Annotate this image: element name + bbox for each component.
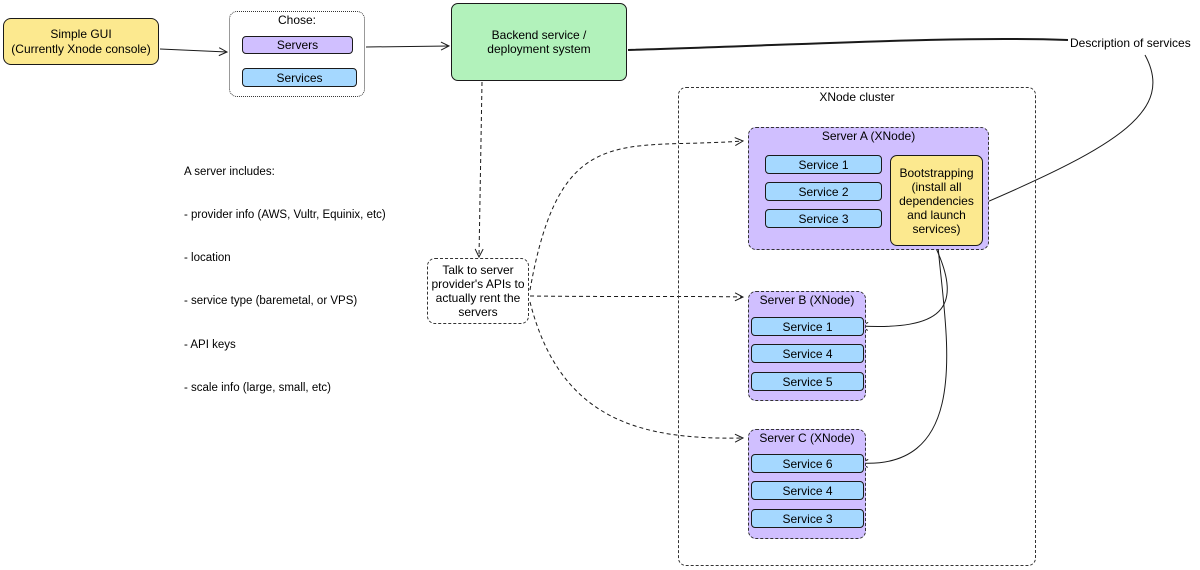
service-item: Service 4 [751,481,864,500]
arrow-provider-to-server-c [529,301,743,438]
arrow-provider-to-server-b [529,296,743,297]
server-a-title: Server A (XNode) [821,129,916,143]
arrow-chooser-to-backend [365,46,449,47]
service-item: Service 5 [751,372,864,391]
arrow-bootstrap-to-c-service6 [860,245,948,463]
arrow-bootstrap-to-b-service1 [860,245,948,326]
provider-api-node: Talk to server provider's APIs to actual… [427,258,529,324]
line-backend-to-description [627,38,1069,51]
arrow-provider-to-server-a [529,141,743,291]
server-b-title: Server B (XNode) [759,293,855,307]
service-item: Service 6 [751,454,864,473]
notes-item: - service type (baremetal, or VPS) [184,295,358,308]
provider-line: provider's APIs to [431,277,525,291]
bootstrapping-node: Bootstrapping (install all dependencies … [890,155,983,246]
server-notes: A server includes: - provider info (AWS,… [184,136,386,410]
server-c-title: Server C (XNode) [759,431,855,445]
service-item: Service 1 [765,155,882,174]
servers-option: Servers [242,36,353,54]
provider-line: Talk to server [442,263,514,277]
notes-item: - provider info (AWS, Vultr, Equinix, et… [184,209,386,222]
service-item: Service 1 [751,317,864,336]
arrow-backend-to-provider [479,81,482,257]
service-item: Service 3 [751,509,864,528]
arrow-gui-to-chooser [159,49,227,52]
arrow-description-to-bootstrap [980,54,1154,205]
bootstrap-line: dependencies [899,193,974,208]
chooser-group: Chose: Servers Services [229,11,365,97]
service-item: Service 3 [765,209,882,228]
provider-line: actually rent the [435,291,521,305]
server-a: Server A (XNode) Service 1 Service 2 Ser… [748,127,989,250]
notes-heading: A server includes: [184,165,275,178]
provider-line: servers [458,305,498,319]
notes-item: - scale info (large, small, etc) [184,381,331,394]
services-option: Services [242,68,357,87]
backend-line1: Backend service / [491,28,587,42]
server-b: Server B (XNode) Service 1 Service 4 Ser… [748,291,866,401]
gui-subtitle: (Currently Xnode console) [11,41,151,56]
description-label: Description of services [1070,36,1191,50]
backend-service-node: Backend service / deployment system [451,3,627,81]
notes-item: - API keys [184,338,236,351]
notes-item: - location [184,252,231,265]
bootstrap-line: and launch [907,207,966,222]
bootstrap-line: (install all [911,179,962,194]
bootstrap-line: services) [912,221,961,236]
simple-gui-node: Simple GUI (Currently Xnode console) [3,18,159,65]
cluster-label: XNode cluster [819,90,895,104]
chooser-title: Chose: [277,13,317,27]
backend-line2: deployment system [487,42,591,57]
server-c: Server C (XNode) Service 6 Service 4 Ser… [748,429,866,539]
service-item: Service 2 [765,182,882,201]
xnode-cluster: XNode cluster [678,87,1036,566]
bootstrap-line: Bootstrapping [899,165,974,180]
gui-title: Simple GUI [50,27,112,42]
service-item: Service 4 [751,344,864,363]
